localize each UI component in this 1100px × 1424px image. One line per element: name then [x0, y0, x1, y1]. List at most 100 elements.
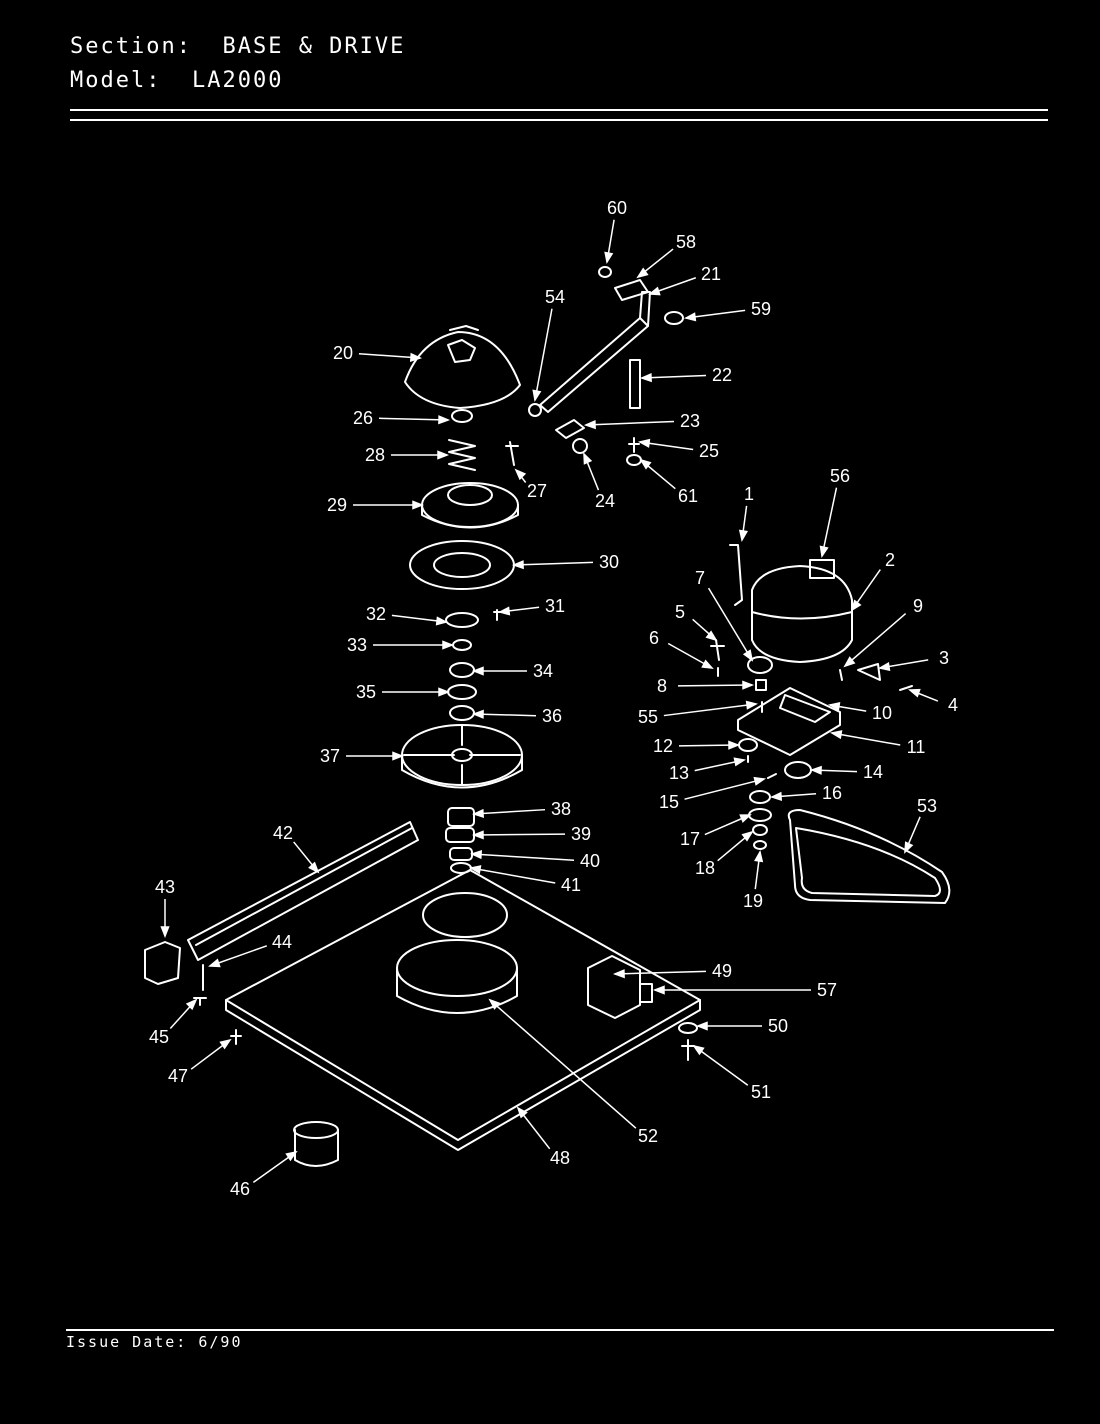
arrowhead-59: [683, 312, 697, 322]
part-42-brace: [187, 821, 419, 961]
leader-56: [821, 487, 838, 557]
part-36-seal: [449, 705, 475, 721]
arrowhead-17: [739, 814, 752, 823]
part-61-nut: [626, 454, 642, 466]
part-48-base: [225, 869, 701, 1151]
callout-1: 1: [744, 484, 754, 504]
leader-30: [513, 561, 594, 566]
part-56-motor: [751, 559, 853, 663]
arrowhead-49: [612, 969, 625, 979]
part-7-pulley: [747, 656, 773, 674]
leader-23: [585, 420, 675, 426]
callout-12: 12: [653, 736, 673, 756]
arrowhead-39: [471, 830, 484, 840]
part-23-clip: [555, 419, 585, 439]
arrowhead-46: [285, 1150, 298, 1162]
callout-47: 47: [168, 1066, 188, 1086]
footer-rule: [66, 1329, 1054, 1331]
arrowhead-10: [827, 701, 841, 712]
part-1-wire: [729, 544, 743, 606]
leader-20: [358, 353, 421, 359]
part-52-ring: [396, 939, 518, 1014]
header-rule-bottom: [70, 119, 1048, 121]
arrowhead-22: [639, 373, 652, 383]
model-value: LA2000: [191, 68, 284, 93]
callout-6: 6: [649, 628, 659, 648]
arrowhead-1: [738, 529, 749, 543]
leader-49: [614, 970, 707, 975]
arrowhead-18: [741, 830, 754, 842]
callout-26: 26: [353, 408, 373, 428]
callout-31: 31: [545, 596, 565, 616]
arrowhead-24: [583, 452, 593, 465]
leader-55: [663, 703, 757, 717]
callout-41: 41: [561, 875, 581, 895]
part-12-bushing: [738, 738, 758, 752]
arrowhead-44: [208, 958, 221, 968]
callout-19: 19: [743, 891, 763, 911]
callout-44: 44: [272, 932, 292, 952]
leader-59: [685, 309, 746, 319]
leader-9: [844, 613, 907, 667]
leader-15: [684, 778, 765, 800]
part-24-cap: [572, 438, 588, 454]
part-59-bushing: [664, 311, 684, 325]
arrowhead-37: [392, 751, 405, 761]
callout-50: 50: [768, 1016, 788, 1036]
part-40-bushing: [449, 847, 473, 861]
arrowhead-52: [488, 998, 501, 1010]
part-9-pin: [839, 669, 843, 681]
arrowhead-28: [437, 450, 450, 460]
leader-40: [471, 853, 575, 862]
part-45-screw: [193, 997, 207, 1006]
callout-52: 52: [638, 1126, 658, 1146]
leader-36: [473, 713, 537, 717]
callout-54: 54: [545, 287, 565, 307]
part-33-ring: [452, 639, 472, 651]
header-rule-top: [70, 109, 1048, 111]
callout-25: 25: [699, 441, 719, 461]
callout-24: 24: [595, 491, 615, 511]
arrowhead-53: [904, 841, 914, 854]
part-51-bolt: [681, 1039, 695, 1061]
callout-4: 4: [948, 695, 958, 715]
arrowhead-45: [185, 998, 198, 1011]
part-17-gear: [748, 808, 772, 822]
arrowhead-38: [471, 808, 484, 819]
callout-29: 29: [327, 495, 347, 515]
callout-56: 56: [830, 466, 850, 486]
callout-48: 48: [550, 1148, 570, 1168]
part-28-spring: [448, 439, 476, 471]
part-30-washer: [409, 540, 515, 590]
callout-28: 28: [365, 445, 385, 465]
callout-40: 40: [580, 851, 600, 871]
leader-41: [470, 867, 556, 884]
arrowhead-36: [471, 709, 484, 719]
arrowhead-6: [701, 659, 714, 669]
part-35-gear: [447, 684, 477, 700]
callout-49: 49: [712, 961, 732, 981]
arrowhead-14: [809, 765, 822, 775]
callout-37: 37: [320, 746, 340, 766]
arrowhead-8: [742, 680, 755, 690]
part-37-pulley: [401, 724, 523, 789]
part-34-bearing: [449, 662, 475, 678]
leader-51: [693, 1045, 749, 1086]
callout-35: 35: [356, 682, 376, 702]
part-15-screw: [767, 773, 777, 779]
section-label: Section:: [70, 34, 192, 59]
part-43-block: [144, 941, 181, 985]
callout-21: 21: [701, 264, 721, 284]
arrowhead-16: [769, 791, 783, 801]
arrowhead-35: [438, 687, 451, 697]
callout-33: 33: [347, 635, 367, 655]
part-25-screw: [628, 437, 640, 453]
callout-10: 10: [872, 703, 892, 723]
arrowhead-40: [469, 849, 483, 860]
part-20-cone: [404, 325, 521, 409]
leader-7: [707, 587, 753, 661]
callout-34: 34: [533, 661, 553, 681]
callout-53: 53: [917, 796, 937, 816]
callout-3: 3: [939, 648, 949, 668]
